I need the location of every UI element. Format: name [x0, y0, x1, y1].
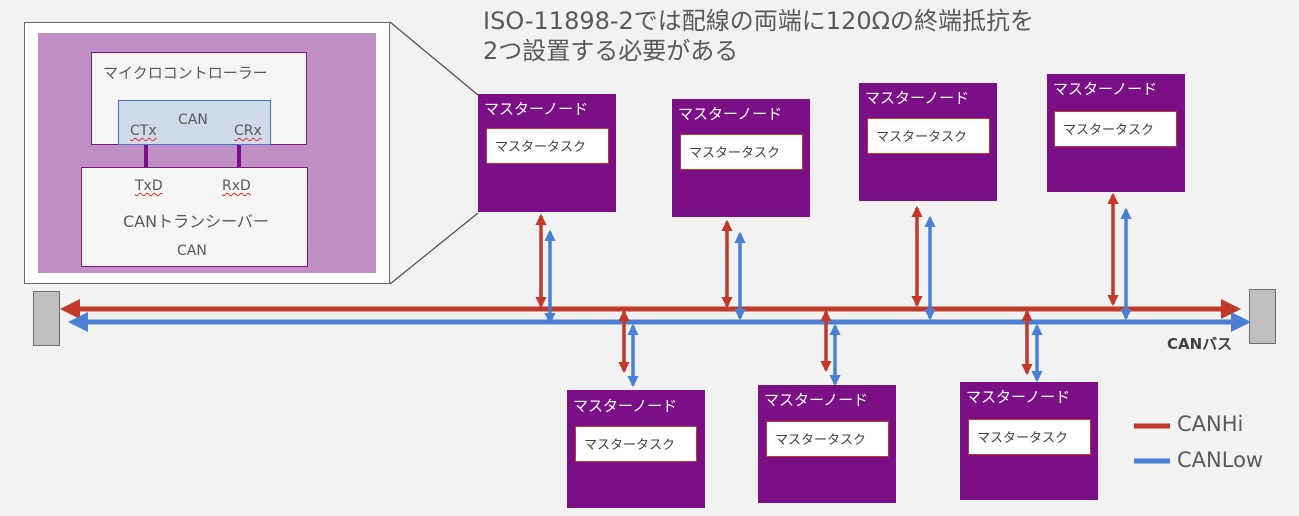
- diagram-heading: ISO-11898-2では配線の両端に120Ωの終端抵抗を 2つ設置する必要があ…: [483, 6, 1034, 66]
- master-task-box: マスタータスク: [867, 118, 990, 154]
- can-controller-label: CAN: [178, 112, 208, 128]
- master-task-box: マスタータスク: [766, 421, 889, 457]
- master-node-2: マスターノード マスタータスク: [672, 99, 810, 217]
- node-1-connection: [535, 213, 556, 325]
- master-node-7: マスターノード マスタータスク: [960, 382, 1098, 500]
- rxd-label: RxD: [222, 178, 251, 194]
- master-node-title: マスターノード: [966, 388, 1071, 406]
- can-controller-box: [118, 100, 271, 145]
- node-7-connection: [1021, 309, 1043, 383]
- master-task-box: マスタータスク: [1054, 111, 1177, 147]
- master-node-title: マスターノード: [865, 89, 970, 107]
- heading-line-2: 2つ設置する必要がある: [483, 37, 739, 65]
- master-node-4: マスターノード マスタータスク: [1047, 74, 1185, 192]
- master-node-5: マスターノード マスタータスク: [567, 390, 705, 508]
- can-transceiver-label: CANトランシーバー: [123, 212, 269, 231]
- txd-label: TxD: [135, 178, 163, 194]
- master-node-title: マスターノード: [764, 391, 869, 409]
- node-2-connection: [721, 219, 746, 321]
- master-node-title: マスターノード: [1053, 80, 1158, 98]
- transceiver-can-label: CAN: [177, 243, 207, 259]
- node-6-connection: [820, 309, 841, 387]
- master-node-1: マスターノード マスタータスク: [478, 94, 616, 212]
- zoom-connector-top: [389, 21, 479, 96]
- microcontroller-label: マイクロコントローラー: [103, 64, 268, 82]
- master-task-box: マスタータスク: [486, 128, 609, 164]
- ctx-label: CTx: [130, 123, 157, 139]
- node-5-connection: [618, 309, 639, 388]
- master-node-title: マスターノード: [484, 100, 589, 118]
- bus-terminator-left: [33, 291, 60, 346]
- master-task-box: マスタータスク: [575, 426, 697, 462]
- microcontroller-box: [91, 52, 307, 145]
- master-task-box: マスタータスク: [680, 134, 803, 170]
- node-3-connection: [911, 205, 936, 321]
- master-task-box: マスタータスク: [968, 419, 1091, 455]
- master-node-title: マスターノード: [678, 105, 783, 123]
- can-transceiver-box: [81, 167, 308, 267]
- master-node-title: マスターノード: [573, 397, 678, 415]
- master-node-3: マスターノード マスタータスク: [859, 83, 997, 201]
- node-4-connection: [1107, 192, 1132, 321]
- heading-line-1: ISO-11898-2では配線の両端に120Ωの終端抵抗を: [483, 7, 1034, 35]
- legend-canlow-label: CANLow: [1177, 448, 1264, 472]
- bus-terminator-right: [1249, 289, 1276, 344]
- can-bus-label: CANバス: [1167, 335, 1233, 353]
- legend-canhi-label: CANHi: [1177, 412, 1244, 436]
- zoom-connector-bottom: [389, 212, 479, 285]
- crx-label: CRx: [234, 123, 262, 139]
- master-node-6: マスターノード マスタータスク: [758, 385, 896, 503]
